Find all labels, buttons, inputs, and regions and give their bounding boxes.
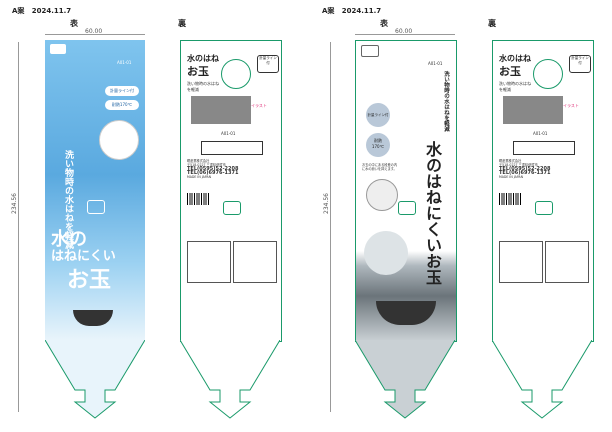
- brand-logo-2: [361, 45, 379, 57]
- back-tip-outline-2: [492, 340, 592, 419]
- back-package: 水のはね お玉 洗い物時の水はねを軽減 計量ライン付 イラスト A01-01 曙…: [180, 40, 282, 342]
- ladle-photo-2: [376, 301, 436, 325]
- front-label-2: 表: [380, 19, 388, 28]
- ladle-photo: [73, 310, 113, 326]
- desc-text: お玉の中にある段差の内に水の勢いを抑えます。: [362, 163, 398, 171]
- caution-box-right-2: [545, 241, 589, 283]
- back-tag-2: 計量ライン付: [569, 55, 591, 73]
- back-tag: 計量ライン付: [257, 55, 279, 73]
- caution-box-left-2: [499, 241, 543, 283]
- counter-badge: 計量ライン付: [105, 86, 139, 96]
- company-info: 曙産業株式会社 〒518-0227 三重県伊賀市 TEL(0595)52-220…: [187, 159, 239, 179]
- catch-copy-2: 洗い物時の水はねを軽減: [443, 71, 449, 132]
- barcode: [187, 193, 209, 205]
- title-vertical: 水のはねにくいお玉: [423, 141, 442, 285]
- hang-hole-oval-2: [533, 59, 563, 89]
- info-box-2: [513, 141, 575, 155]
- info-box: [201, 141, 263, 155]
- height-dimension-2: 234.56: [323, 193, 330, 214]
- back-package-2: 水のはね お玉 洗い物時の水はねを軽減 計量ライン付 イラスト A01-01 曙…: [492, 40, 594, 342]
- front-package-blue: A01-01 計量ライン付 耐熱170℃ 洗い物時の水はねを軽減 水の はねにく…: [45, 40, 145, 340]
- width-dimension-line-2: [355, 34, 455, 35]
- front-tip-outline: [45, 340, 145, 419]
- back-subcopy: 洗い物時の水はねを軽減: [187, 81, 219, 92]
- caution-box-left: [187, 241, 231, 283]
- back-code-2: A01-01: [533, 131, 548, 136]
- hang-hole: [87, 200, 105, 214]
- back-label: 裏: [178, 19, 186, 28]
- plan-label-2: A案 2024.11.7: [322, 7, 382, 15]
- caution-box-right: [233, 241, 277, 283]
- back-photo-2: [503, 96, 563, 124]
- back-title-2: 水のはね: [499, 54, 531, 63]
- height-dimension-line: [18, 42, 19, 412]
- illust-label-2: イラスト: [563, 103, 579, 108]
- height-dimension-line-2: [330, 42, 331, 412]
- illust-label: イラスト: [251, 103, 267, 108]
- plan-label: A案 2024.11.7: [12, 7, 72, 15]
- detail-photo: [99, 120, 139, 160]
- back-hang-hole-2: [535, 201, 553, 215]
- hang-hole-oval: [221, 59, 251, 89]
- back-title: 水のはね: [187, 54, 219, 63]
- width-dimension-2: 60.00: [395, 28, 413, 35]
- title-line3: お玉: [67, 267, 112, 293]
- title-line2: はねにくい: [51, 249, 116, 264]
- width-dimension-line: [45, 34, 145, 35]
- ladle-closeup: [364, 231, 408, 275]
- back-title-main: お玉: [187, 65, 209, 78]
- company-info-2: 曙産業株式会社 〒518-0227 三重県伊賀市 TEL(0595)52-220…: [499, 159, 551, 179]
- width-dimension: 60.00: [85, 28, 103, 35]
- catch-copy: 洗い物時の水はねを軽減: [63, 150, 73, 249]
- back-subcopy-2: 洗い物時の水はねを軽減: [499, 81, 531, 92]
- brand-logo: [50, 44, 66, 54]
- back-title-main-2: お玉: [499, 65, 521, 78]
- back-code: A01-01: [221, 131, 236, 136]
- back-hang-hole: [223, 201, 241, 215]
- back-label-2: 裏: [488, 19, 496, 28]
- height-dimension: 234.56: [11, 193, 18, 214]
- product-code-2: A01-01: [428, 61, 443, 66]
- detail-photo-2: [366, 179, 398, 211]
- back-tip-outline: [180, 340, 280, 419]
- product-code: A01-01: [117, 60, 132, 65]
- counter-badge-2: 計量ライン付: [366, 103, 390, 127]
- barcode-2: [499, 193, 521, 205]
- back-photo: [191, 96, 251, 124]
- front-label: 表: [70, 19, 78, 28]
- title-line1: 水の: [51, 229, 87, 250]
- heat-badge: 耐熱170℃: [105, 100, 139, 110]
- front-tip-outline-2: [355, 340, 455, 419]
- hang-hole-2: [398, 201, 416, 215]
